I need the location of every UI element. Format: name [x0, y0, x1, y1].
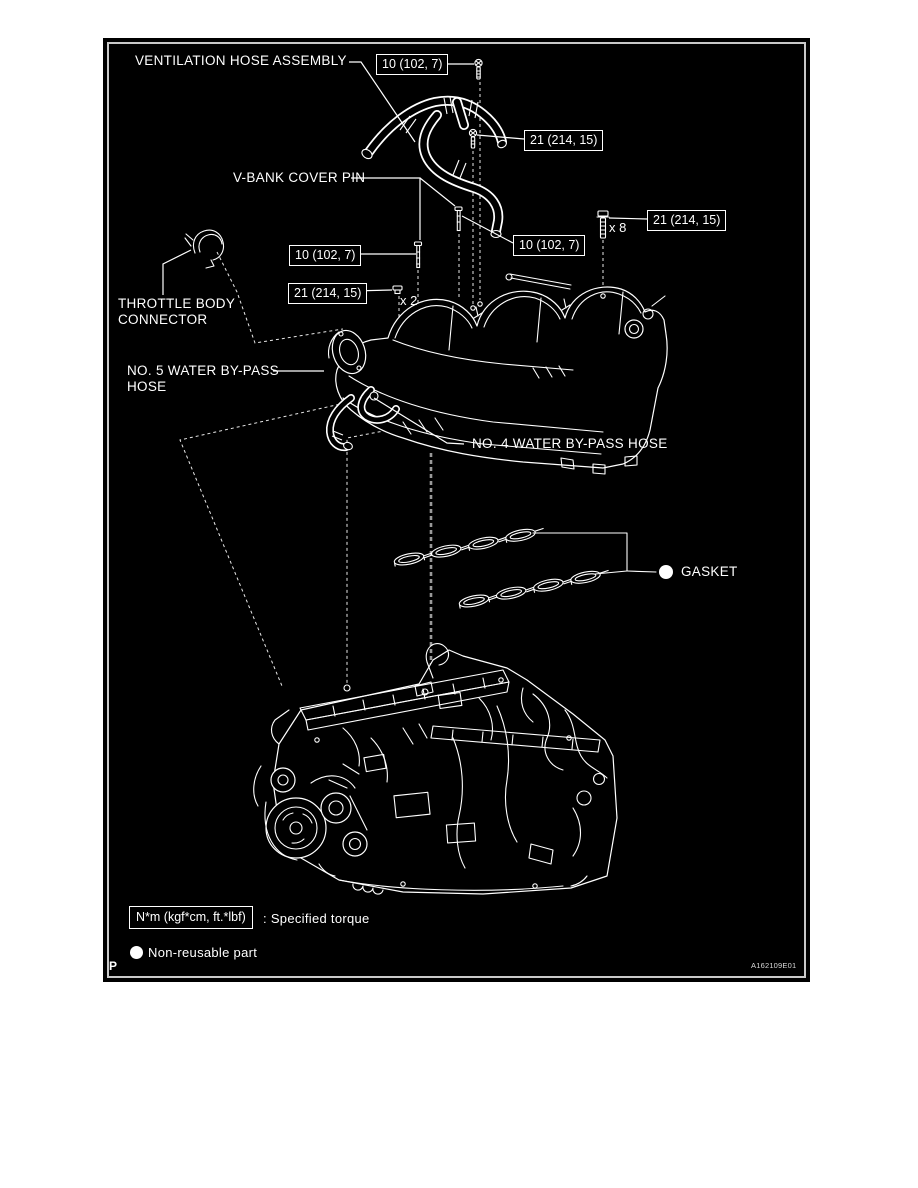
- torque-box-manifold-nut-x2: 21 (214, 15): [288, 283, 368, 304]
- torque-box-cover-pin-lower: 10 (102, 7): [513, 235, 586, 256]
- bolt-icon: [596, 210, 610, 239]
- callout-ventilation-hose-assembly: VENTILATION HOSE ASSEMBLY: [135, 53, 347, 68]
- torque-box-ventilation-hose-bolt: 10 (102, 7): [376, 54, 449, 75]
- callout-gasket: GASKET: [681, 564, 738, 579]
- callout-no5-water-bypass-hose: NO. 5 WATER BY-PASS HOSE: [127, 363, 279, 395]
- torque-multiplier-x2: x 2: [400, 293, 418, 308]
- page-letter: P: [109, 959, 118, 973]
- engine-drawing: [253, 643, 618, 895]
- torque-box-upper-manifold-bolt: 21 (214, 15): [524, 130, 604, 151]
- torque-multiplier-x8: x 8: [609, 220, 627, 235]
- legend-non-reusable-label: Non-reusable part: [148, 945, 258, 960]
- callout-line: HOSE: [127, 379, 167, 394]
- callout-no4-water-bypass-hose: NO. 4 WATER BY-PASS HOSE: [472, 436, 668, 451]
- legend-torque-unit-box: N*m (kgf*cm, ft.*lbf): [129, 906, 253, 929]
- gasket-non-reusable-bullet-icon: [659, 565, 673, 579]
- callout-line: THROTTLE BODY: [118, 296, 236, 311]
- ventilation-hose-drawing: [361, 95, 507, 239]
- nut-icon: [392, 285, 403, 295]
- figure-diagram: VENTILATION HOSE ASSEMBLY V-BANK COVER P…: [103, 38, 810, 982]
- cover-pin-icon: [413, 241, 423, 269]
- diagram-line-art: [162, 58, 673, 895]
- callout-line: NO. 5 WATER BY-PASS: [127, 363, 279, 378]
- screw-icon: [468, 128, 478, 149]
- torque-box-manifold-bolt-x8: 21 (214, 15): [647, 210, 727, 231]
- torque-box-cover-pin-left: 10 (102, 7): [289, 245, 362, 266]
- figure-id: A162109E01: [751, 961, 797, 970]
- no4-water-bypass-hose-drawing: [357, 386, 400, 424]
- callout-throttle-body-connector: THROTTLE BODY CONNECTOR: [118, 296, 235, 328]
- legend-torque-description: : Specified torque: [263, 911, 370, 926]
- non-reusable-bullet-icon: [130, 946, 143, 959]
- throttle-body-connector-drawing: [184, 229, 225, 269]
- gasket-drawing: [393, 527, 657, 609]
- cover-pin-icon: [454, 206, 463, 232]
- screw-icon: [474, 58, 483, 80]
- callout-v-bank-cover-pin: V-BANK COVER PIN: [233, 170, 366, 185]
- intake-manifold-drawing: [327, 273, 668, 475]
- no5-water-bypass-hose-drawing: [325, 394, 355, 452]
- callout-line: CONNECTOR: [118, 312, 208, 327]
